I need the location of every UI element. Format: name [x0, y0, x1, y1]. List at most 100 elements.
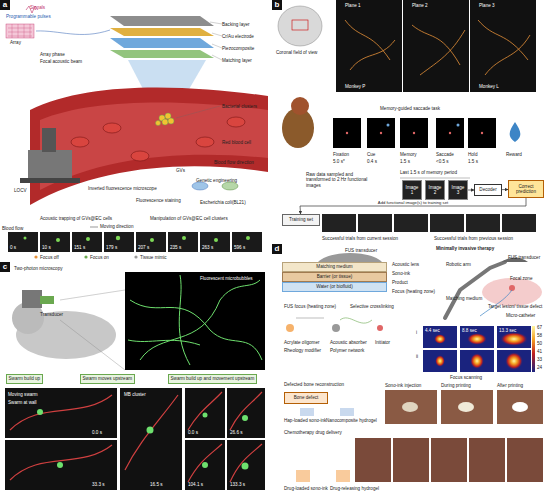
panel-a-art-shape [90, 227, 98, 228]
image-tile: Image 1 [402, 180, 422, 200]
panel-d-art-shape [500, 332, 528, 346]
panel-b-art-shape [346, 132, 348, 134]
annotation-label: Monkey L [479, 84, 499, 89]
annotation-label: Backing layer [222, 22, 250, 27]
annotation-label: Array [10, 40, 21, 45]
annotation-label: LOCV [14, 188, 27, 193]
bone-defect-box: Bone defect [284, 392, 328, 404]
panel-b-art-shape [333, 118, 361, 148]
annotation-label: Rheology modifier [284, 348, 321, 353]
annotation-label: Drug-releasing hydrogel [330, 486, 379, 491]
panel-a-art-shape [104, 232, 134, 252]
panel-a-art-shape [192, 182, 208, 190]
panel-b-art-shape [336, 0, 402, 92]
annotation-label: Cr/Au electrode [222, 34, 254, 39]
panel-a-art-shape [84, 255, 87, 258]
panel-a-art-shape [8, 24, 32, 38]
annotation-label: FUS transducer [345, 248, 377, 253]
panel-d-art [286, 253, 543, 482]
annotation-label: 4.4 sec [425, 328, 440, 333]
panel-a-art-shape [71, 137, 89, 147]
node-text: Water (or biofluid) [316, 284, 352, 289]
annotation-label: 151 s [74, 245, 85, 250]
node-text: Training set [289, 217, 313, 222]
annotation-label: Tissue mimic [140, 255, 167, 260]
panel-c-art-shape [128, 275, 262, 365]
annotation-label: Last 1.5 s of memory period [400, 170, 457, 175]
annotation-label: 33.3 s [92, 482, 105, 487]
annotation-label: Selective crosslinking [350, 304, 394, 309]
image-tile: Image 2 [425, 180, 445, 200]
annotation-label: Saccade [436, 152, 454, 157]
panel-b-art-shape [350, 40, 395, 70]
annotation-label: 0 s [10, 245, 16, 250]
annotation-label: Acoustic lens [392, 262, 419, 267]
flow-arrow [502, 189, 508, 190]
panel-a-art-shape [222, 182, 238, 190]
annotation-label: Genetic engineering [196, 178, 237, 183]
annotation-label: Robotic arm [446, 262, 471, 267]
annotation-label: Defected bone reconstruction [284, 382, 344, 387]
annotation-label: Plane 2 [412, 3, 428, 8]
panel-b-art-shape [468, 118, 496, 148]
annotation-label: Focus scanning [450, 375, 482, 380]
annotation-label: 263 s [202, 245, 213, 250]
annotation-label: 10 s [42, 245, 51, 250]
panel-d-art-shape [512, 402, 528, 412]
panel-c-art-shape [140, 280, 260, 360]
annotation-label: 1.5 s [400, 159, 410, 164]
panel-b-art-shape [470, 0, 536, 92]
swarm-step-box: Swarm moves upstream [80, 374, 135, 384]
panel-d-art-shape [482, 278, 542, 306]
panel-a-art-shape [196, 137, 214, 147]
annotation-label: 0.0 s [188, 430, 198, 435]
panel-a-art-shape [20, 178, 80, 183]
panel-a-art-shape [227, 117, 245, 127]
panel-a-art-shape [24, 236, 251, 242]
annotation-label: 41 [537, 349, 542, 354]
panel-b-art-shape [466, 214, 500, 232]
flow-arrow [300, 198, 526, 214]
annotation-label: Product [392, 280, 408, 285]
annotation-label: 16.5 s [150, 482, 163, 487]
panel-a-art-shape [42, 128, 56, 152]
annotation-label: During printing [441, 383, 471, 388]
annotation-label: Focus (heating zone) [392, 289, 435, 294]
panel-b-art-shape [400, 178, 470, 179]
image-tile: Image 3 [448, 180, 468, 200]
panel-b-art-shape [367, 118, 395, 148]
panel-b-art-shape [485, 35, 530, 75]
annotation-label: Matching medium [446, 296, 482, 301]
annotation-label: Raw data sampled and transformed to 2 Hz… [306, 172, 378, 188]
annotation-label: 26.6 s [230, 430, 243, 435]
panel-c-art-shape [188, 392, 222, 430]
annotation-label: MB cluster [124, 392, 146, 397]
panel-d-art-shape [355, 438, 391, 482]
panel-a-art-shape [30, 87, 268, 205]
annotation-label: Focus on [90, 255, 109, 260]
panel-a-art-shape [232, 232, 262, 252]
annotation-label: Inverted fluorescence microscope [88, 186, 157, 191]
panel-d-art-shape [286, 324, 294, 332]
annotation-label: Red blood cell [222, 140, 251, 145]
panel-b-art-shape [278, 6, 322, 46]
annotation-label: Moving swarm [8, 392, 38, 397]
annotation-label: Focal zone [510, 276, 532, 281]
annotation-label: 0.4 s [367, 159, 377, 164]
panel-b-art-shape [380, 132, 382, 134]
figure-panel: dMatching mediumBarrier (or tissue)Water… [272, 244, 546, 495]
annotation-label: Fluorescence staining [136, 198, 181, 203]
annotation-label: Transducer [40, 312, 63, 317]
panel-c-art-shape [37, 409, 249, 470]
annotation-label: Hap-loaded sono-ink [284, 418, 326, 423]
node-text: Image 1 [405, 185, 420, 195]
panel-a-art-shape [56, 238, 60, 242]
panel-d-art-shape [336, 470, 350, 482]
annotation-label: Monkey P [345, 84, 365, 89]
panel-b-art-shape [291, 97, 309, 115]
medium-band: Matching medium [282, 262, 387, 272]
annotation-label: Blood flow direction [214, 160, 254, 165]
water-band: Water (or biofluid) [282, 282, 387, 292]
panel-b-art-shape [430, 214, 464, 232]
panel-b-art-shape [322, 214, 536, 232]
